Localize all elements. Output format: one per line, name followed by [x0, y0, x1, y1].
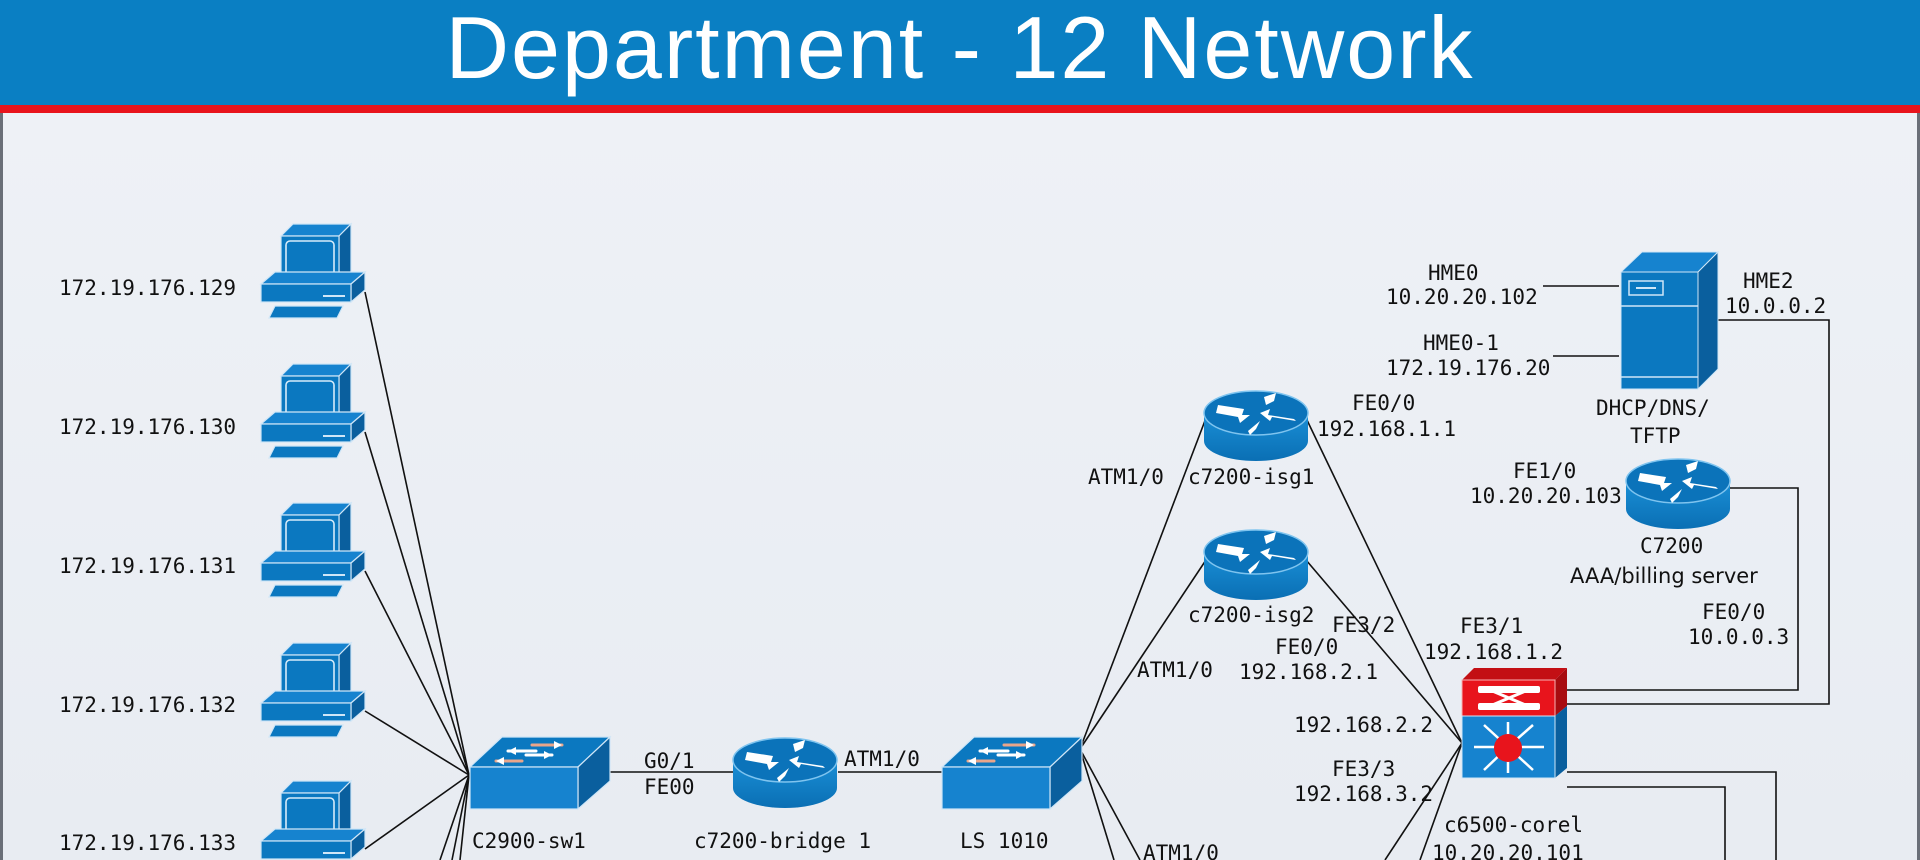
link-ls1010-down-2 [1079, 748, 1141, 860]
link-host-132 [364, 710, 470, 776]
title-banner [0, 0, 1920, 105]
ip-label: 192.168.2.2 [1294, 713, 1433, 737]
link-offscreen-3 [459, 774, 470, 860]
device-ip-label: 10.20.20.101 [1432, 841, 1584, 860]
atm-switch-icon [940, 735, 1084, 811]
workstation-icon [260, 223, 366, 319]
link-core-down-3 [1567, 771, 1777, 860]
ip-label: 10.20.20.102 [1386, 285, 1538, 309]
port-label: FE00 [644, 775, 695, 799]
host-130[interactable]: 172.19.176.130 [59, 363, 366, 459]
ip-label: 192.168.1.1 [1317, 417, 1456, 441]
host-ip-label: 172.19.176.131 [59, 554, 236, 578]
port-label: ATM1/0 [1143, 841, 1219, 860]
port-label: HME2 [1743, 269, 1794, 293]
device-label: c7200-isg2 [1188, 603, 1314, 627]
device-label: C2900-sw1 [472, 829, 586, 853]
ip-label: 172.19.176.20 [1386, 356, 1550, 380]
host-ip-label: 172.19.176.129 [59, 276, 236, 300]
device-dhcp-dns-tftp[interactable]: DHCP/DNS/ TFTP [1596, 250, 1720, 448]
link-offscreen-2 [451, 774, 470, 860]
link-host-133 [364, 774, 470, 850]
router-icon [1203, 390, 1309, 462]
link-host-130 [364, 431, 470, 776]
ip-label: 192.168.3.2 [1294, 782, 1433, 806]
device-label: LS 1010 [960, 829, 1049, 853]
port-label: FE3/2 [1332, 613, 1395, 637]
port-label: FE0/0 [1702, 600, 1765, 624]
device-ls1010[interactable]: LS 1010 [940, 735, 1084, 853]
port-label: HME0 [1428, 261, 1479, 285]
switch-icon [468, 735, 612, 811]
device-c6500-core[interactable]: c6500-corel 10.20.20.101 [1432, 668, 1584, 860]
host-ip-label: 172.19.176.130 [59, 415, 236, 439]
device-c7200-isg1[interactable]: c7200-isg1 [1188, 390, 1314, 489]
device-label: AAA/billing server [1570, 564, 1758, 588]
host-ip-label: 172.19.176.132 [59, 693, 236, 717]
device-c7200-bridge1[interactable]: c7200-bridge 1 [694, 737, 871, 853]
host-129[interactable]: 172.19.176.129 [59, 223, 366, 319]
workstation-icon [260, 502, 366, 598]
port-label: ATM1/0 [1137, 658, 1213, 682]
device-label: DHCP/DNS/ [1596, 396, 1710, 420]
link-ls1010-isg1 [1079, 417, 1207, 750]
device-c7200-isg2[interactable]: c7200-isg2 [1188, 529, 1314, 627]
host-ip-label: 172.19.176.133 [59, 831, 236, 855]
host-133[interactable]: 172.19.176.133 [59, 780, 366, 860]
port-label: ATM1/0 [1088, 465, 1164, 489]
link-core-dhcp-hme2 [1567, 319, 1830, 705]
router-icon [1203, 529, 1309, 601]
workstation-icon [260, 642, 366, 738]
link-offscreen-1 [439, 774, 470, 860]
port-label: FE1/0 [1513, 459, 1576, 483]
port-label: FE3/3 [1332, 757, 1395, 781]
ip-label: 10.20.20.103 [1470, 484, 1622, 508]
ip-label: 10.0.0.2 [1725, 294, 1826, 318]
port-label: FE0/0 [1352, 391, 1415, 415]
workstation-icon [260, 780, 366, 860]
ip-label: 192.168.1.2 [1424, 640, 1563, 664]
router-icon [1625, 458, 1731, 530]
ip-label: 10.0.0.3 [1688, 625, 1789, 649]
page-title: Department - 12 Network [445, 0, 1475, 97]
ip-label: 192.168.2.1 [1239, 660, 1378, 684]
link-host-131 [364, 570, 470, 776]
port-label: G0/1 [644, 749, 695, 773]
link-ls1010-isg2 [1079, 559, 1207, 750]
host-132[interactable]: 172.19.176.132 [59, 642, 366, 738]
server-icon [1619, 250, 1720, 391]
title-underline [0, 105, 1920, 113]
link-core-down-1 [1384, 742, 1463, 860]
host-131[interactable]: 172.19.176.131 [59, 502, 366, 598]
link-core-aaa [1567, 487, 1799, 691]
device-c7200-aaa-billing[interactable]: C7200 AAA/billing server [1570, 458, 1758, 588]
router-icon [732, 737, 838, 809]
device-label: c6500-corel [1444, 813, 1583, 837]
device-label: TFTP [1630, 424, 1681, 448]
device-label: c7200-isg1 [1188, 465, 1314, 489]
link-isg2-core [1305, 559, 1463, 744]
links [364, 285, 1830, 860]
workstation-icon [260, 363, 366, 459]
link-core-down-4 [1567, 786, 1726, 860]
link-core-down-2 [1419, 742, 1463, 860]
port-label: ATM1/0 [844, 747, 920, 771]
device-label: c7200-bridge 1 [694, 829, 871, 853]
port-label: FE0/0 [1275, 635, 1338, 659]
device-c2900-sw1[interactable]: C2900-sw1 [468, 735, 612, 853]
device-label: C7200 [1640, 534, 1703, 558]
link-isg1-core [1305, 417, 1463, 744]
link-host-129 [364, 291, 470, 776]
port-label: FE3/1 [1460, 614, 1523, 638]
multilayer-switch-icon [1461, 668, 1567, 779]
port-label: HME0-1 [1423, 331, 1499, 355]
link-ls1010-down-1 [1079, 748, 1115, 860]
